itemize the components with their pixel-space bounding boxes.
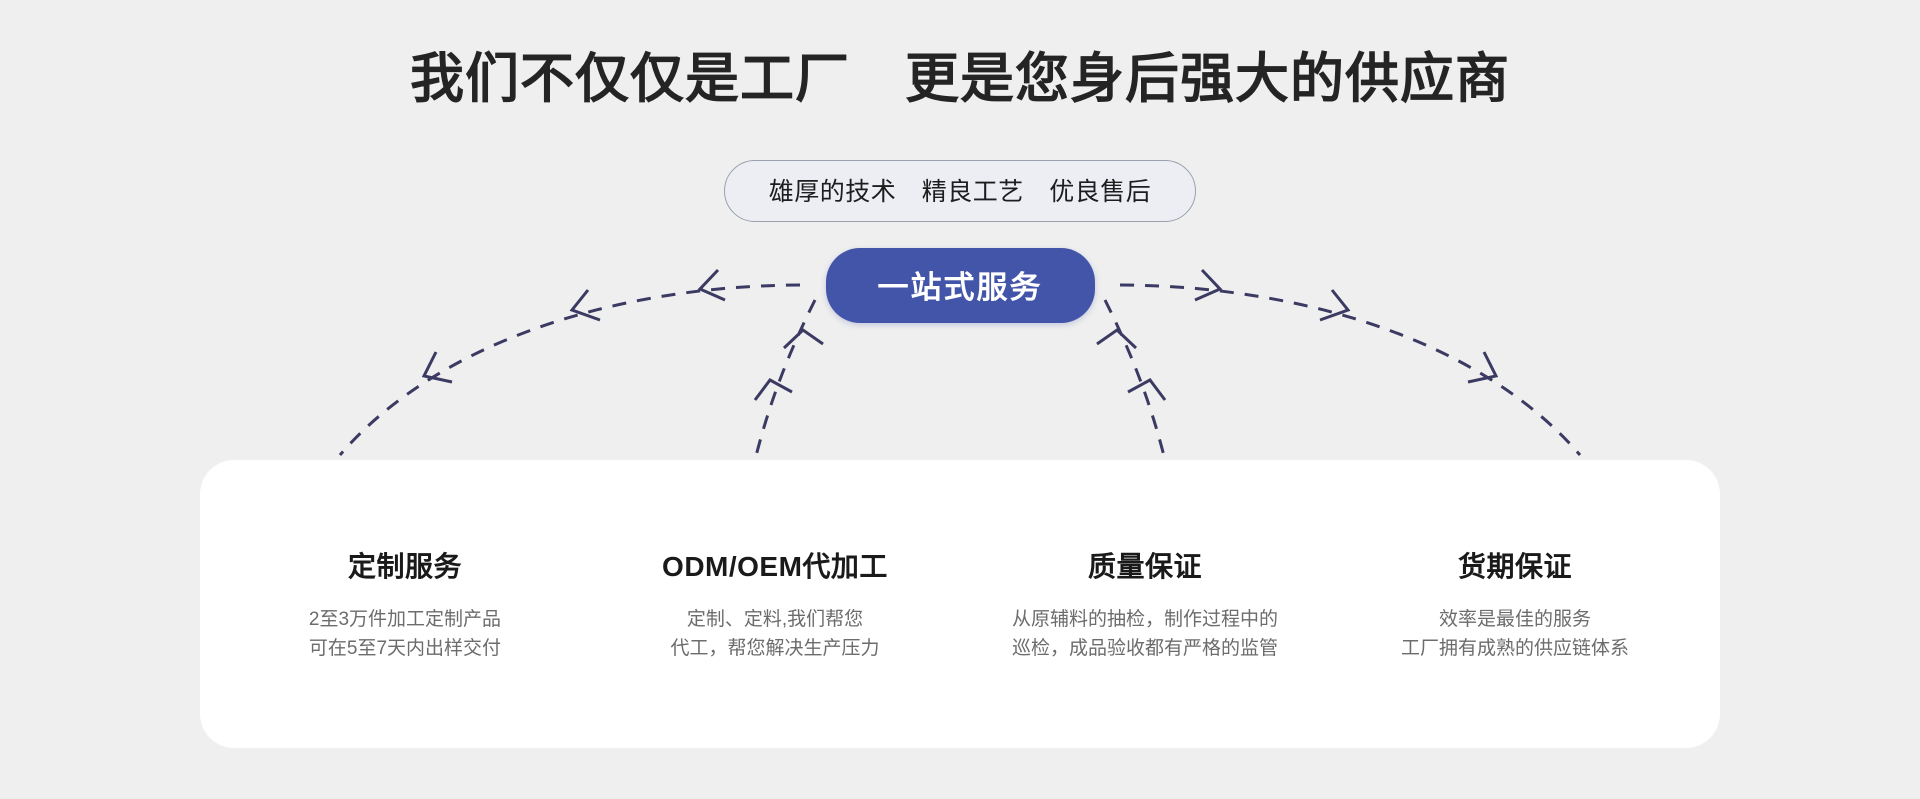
service-desc-line: 可在5至7天内出样交付 — [308, 638, 502, 659]
service-desc-line: 效率是最佳的服务 — [1438, 608, 1591, 630]
subtitle-pill: 雄厚的技术 精良工艺 优良售后 — [723, 160, 1197, 222]
arrowhead-3b — [1127, 378, 1167, 401]
arc-path-3 — [1103, 299, 1167, 461]
service-desc-line: 2至3万件加工定制产品 — [308, 608, 502, 630]
service-column-odm-oem: ODM/OEM代加工 定制、定料,我们帮您 代工，帮您解决生产压力 — [590, 545, 960, 664]
service-title: 货期保证 — [1457, 550, 1572, 582]
service-desc-line: 定制、定料,我们帮您 — [686, 608, 864, 630]
service-column-quality: 质量保证 从原辅料的抽检，制作过程中的 巡检，成品验收都有严格的监管 — [960, 545, 1330, 664]
one-stop-service-button[interactable]: 一站式服务 — [825, 248, 1095, 323]
center-button-container: 一站式服务 — [0, 248, 1920, 323]
service-column-custom: 定制服务 2至3万件加工定制产品 可在5至7天内出样交付 — [220, 545, 590, 664]
arrowhead-2a — [782, 328, 824, 350]
service-title: 定制服务 — [347, 550, 462, 582]
service-title: ODM/OEM代加工 — [662, 550, 888, 582]
services-columns: 定制服务 2至3万件加工定制产品 可在5至7天内出样交付 ODM/OEM代加工 … — [200, 460, 1720, 748]
arrowhead-3a — [1096, 328, 1138, 350]
service-desc-line: 巡检，成品验收都有严格的监管 — [1011, 638, 1278, 659]
service-desc-line: 工厂拥有成熟的供应链体系 — [1400, 638, 1629, 659]
arrowhead-4c — [1467, 351, 1499, 384]
service-desc-line: 从原辅料的抽检，制作过程中的 — [1011, 608, 1278, 630]
service-column-delivery: 货期保证 效率是最佳的服务 工厂拥有成熟的供应链体系 — [1330, 545, 1700, 664]
page-title: 我们不仅仅是工厂 更是您身后强大的供应商 — [410, 49, 1510, 109]
subtitle-pill-container: 雄厚的技术 精良工艺 优良售后 — [0, 160, 1920, 222]
services-card: 定制服务 2至3万件加工定制产品 可在5至7天内出样交付 ODM/OEM代加工 … — [200, 460, 1720, 748]
service-title: 质量保证 — [1087, 550, 1202, 582]
service-desc-line: 代工，帮您解决生产压力 — [670, 638, 880, 659]
arrowhead-2b — [753, 378, 793, 401]
arrowhead-1c — [421, 351, 453, 384]
arc-path-2 — [753, 299, 817, 461]
